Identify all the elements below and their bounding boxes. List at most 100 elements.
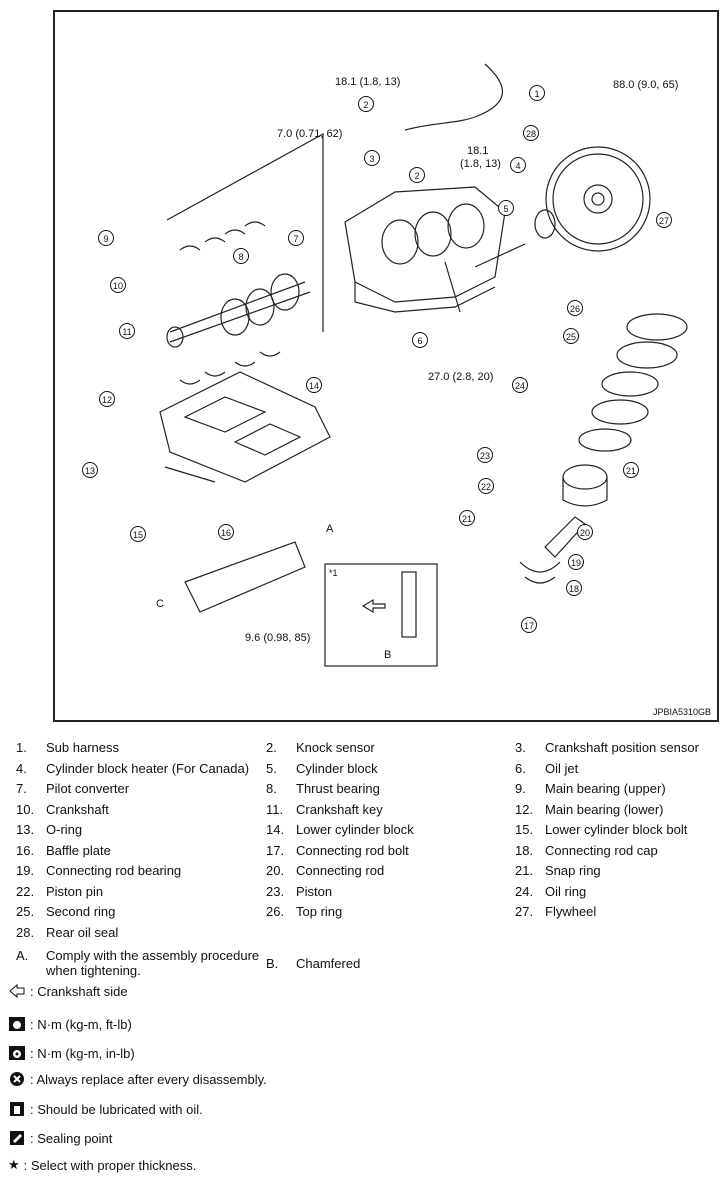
symbol-arrow: : Crankshaft side: [8, 983, 128, 999]
legend-text: O-ring: [46, 822, 83, 837]
torque-label: (1.8, 13): [460, 158, 501, 170]
star-icon: ★: [8, 1157, 20, 1172]
legend-text: Cylinder block heater (For Canada): [46, 760, 250, 776]
legend-text: Oil ring: [545, 883, 587, 899]
legend-number: 9.: [515, 781, 526, 796]
legend-text: Snap ring: [545, 863, 601, 878]
torque-label: 27.0 (2.8, 20): [428, 371, 494, 383]
callout-number: 9: [98, 230, 114, 246]
legend-number: 2.: [266, 740, 277, 755]
callout-number: 12: [99, 391, 115, 407]
legend-number: 4.: [16, 760, 27, 776]
legend-number: 13.: [16, 822, 35, 837]
callout-number: 28: [523, 125, 539, 141]
sealant-icon: [10, 1131, 24, 1145]
symbol-torque-ftlb: : N·m (kg-m, ft-lb): [8, 1016, 132, 1032]
legend-number: 7.: [16, 781, 27, 796]
flywheel-drawing: [545, 146, 651, 252]
symbol-replace: : Always replace after every disassembly…: [8, 1071, 267, 1087]
legend-text: Connecting rod bearing: [46, 863, 182, 878]
legend-number: 21.: [515, 863, 534, 878]
legend-text: Connecting rod cap: [545, 842, 658, 858]
replace-x-icon: [10, 1072, 24, 1086]
symbol-oil: : Should be lubricated with oil.: [8, 1101, 203, 1117]
symbol-star: ★ : Select with proper thickness.: [8, 1157, 197, 1173]
legend-number: 15.: [515, 822, 534, 837]
callout-number: 22: [478, 478, 494, 494]
callout-number: 2: [409, 167, 425, 183]
callout-number: 11: [119, 323, 135, 339]
legend-text: Piston pin: [46, 883, 104, 899]
legend-number: 20.: [266, 863, 285, 878]
symbol-seal: : Sealing point: [8, 1130, 112, 1146]
legend-text: Crankshaft key: [296, 801, 383, 817]
lower-cylinder-block-drawing: [159, 371, 331, 483]
legend-number: 25.: [16, 904, 35, 919]
callout-number: 3: [364, 150, 380, 166]
legend-number: 1.: [16, 740, 27, 755]
legend-text: Baffle plate: [46, 842, 111, 858]
legend-number: 18.: [515, 842, 534, 858]
connecting-rod-drawing: [519, 516, 586, 584]
rear-oil-seal-drawing: [534, 209, 556, 239]
legend-text: Crankshaft: [46, 801, 109, 817]
legend-text: Main bearing (upper): [545, 781, 666, 796]
torque-wrench-icon: [9, 1017, 25, 1031]
legend-number: 22.: [16, 883, 35, 899]
callout-number: 26: [567, 300, 583, 316]
diagram-drawing: [159, 63, 688, 667]
legend-number: 6.: [515, 760, 526, 776]
legend-number: 27.: [515, 904, 534, 919]
callout-number: 21: [623, 462, 639, 478]
piston-rings-drawing: [578, 313, 688, 452]
letter-c: C: [156, 598, 164, 610]
callout-number: 16: [218, 524, 234, 540]
left-arrow-icon: [9, 983, 25, 999]
legend-number: 14.: [266, 822, 285, 837]
legend-text: Cylinder block: [296, 760, 378, 776]
callout-number: 5: [498, 200, 514, 216]
callout-number: 20: [577, 524, 593, 540]
callout-number: 6: [412, 332, 428, 348]
callout-number: 25: [563, 328, 579, 344]
legend-text: Knock sensor: [296, 740, 375, 755]
crankshaft-drawing: [166, 273, 311, 348]
legend-number: 17.: [266, 842, 285, 858]
legend-text: Second ring: [46, 904, 116, 919]
torque-label: 18.1: [467, 145, 489, 157]
callout-number: 21: [459, 510, 475, 526]
legend-text: Top ring: [296, 904, 343, 919]
callout-number: 4: [510, 157, 526, 173]
legend-text: Connecting rod bolt: [296, 842, 409, 858]
legend-text: Connecting rod: [296, 863, 385, 878]
legend-text: Flywheel: [545, 904, 597, 919]
torque-wrench-inlb-icon: [9, 1046, 25, 1060]
legend-number: 24.: [515, 883, 534, 899]
sub-harness-drawing: [404, 63, 504, 131]
callout-number: 27: [656, 212, 672, 228]
legend-text: Oil jet: [545, 760, 579, 776]
torque-label: 7.0 (0.71, 62): [277, 128, 343, 140]
legend-text: Rear oil seal: [46, 924, 119, 940]
legend-number: 19.: [16, 863, 35, 878]
exploded-view-diagram: 18.1 (1.8, 13) 7.0 (0.71, 62) 18.1 (1.8,…: [53, 10, 719, 722]
legend-number: 28.: [16, 924, 35, 940]
legend-text: Thrust bearing: [296, 781, 380, 796]
inset-note: *1: [329, 568, 338, 578]
callout-number: 19: [568, 554, 584, 570]
letter-a: A: [326, 523, 334, 535]
legend-number: 3.: [515, 740, 526, 755]
legend-text: Sub harness: [46, 740, 119, 755]
legend-number: 5.: [266, 760, 277, 776]
callout-number: 10: [110, 277, 126, 293]
figure-id: JPBIA5310GB: [652, 707, 711, 717]
chamfer-inset-box: [324, 563, 438, 667]
callout-number: 17: [521, 617, 537, 633]
callout-number: 13: [82, 462, 98, 478]
torque-label: 18.1 (1.8, 13): [335, 76, 401, 88]
callout-number: 14: [306, 377, 322, 393]
legend-number: 16.: [16, 842, 35, 858]
callout-number: 24: [512, 377, 528, 393]
bearings-drawing: [179, 221, 281, 385]
callout-number: 1: [529, 85, 545, 101]
